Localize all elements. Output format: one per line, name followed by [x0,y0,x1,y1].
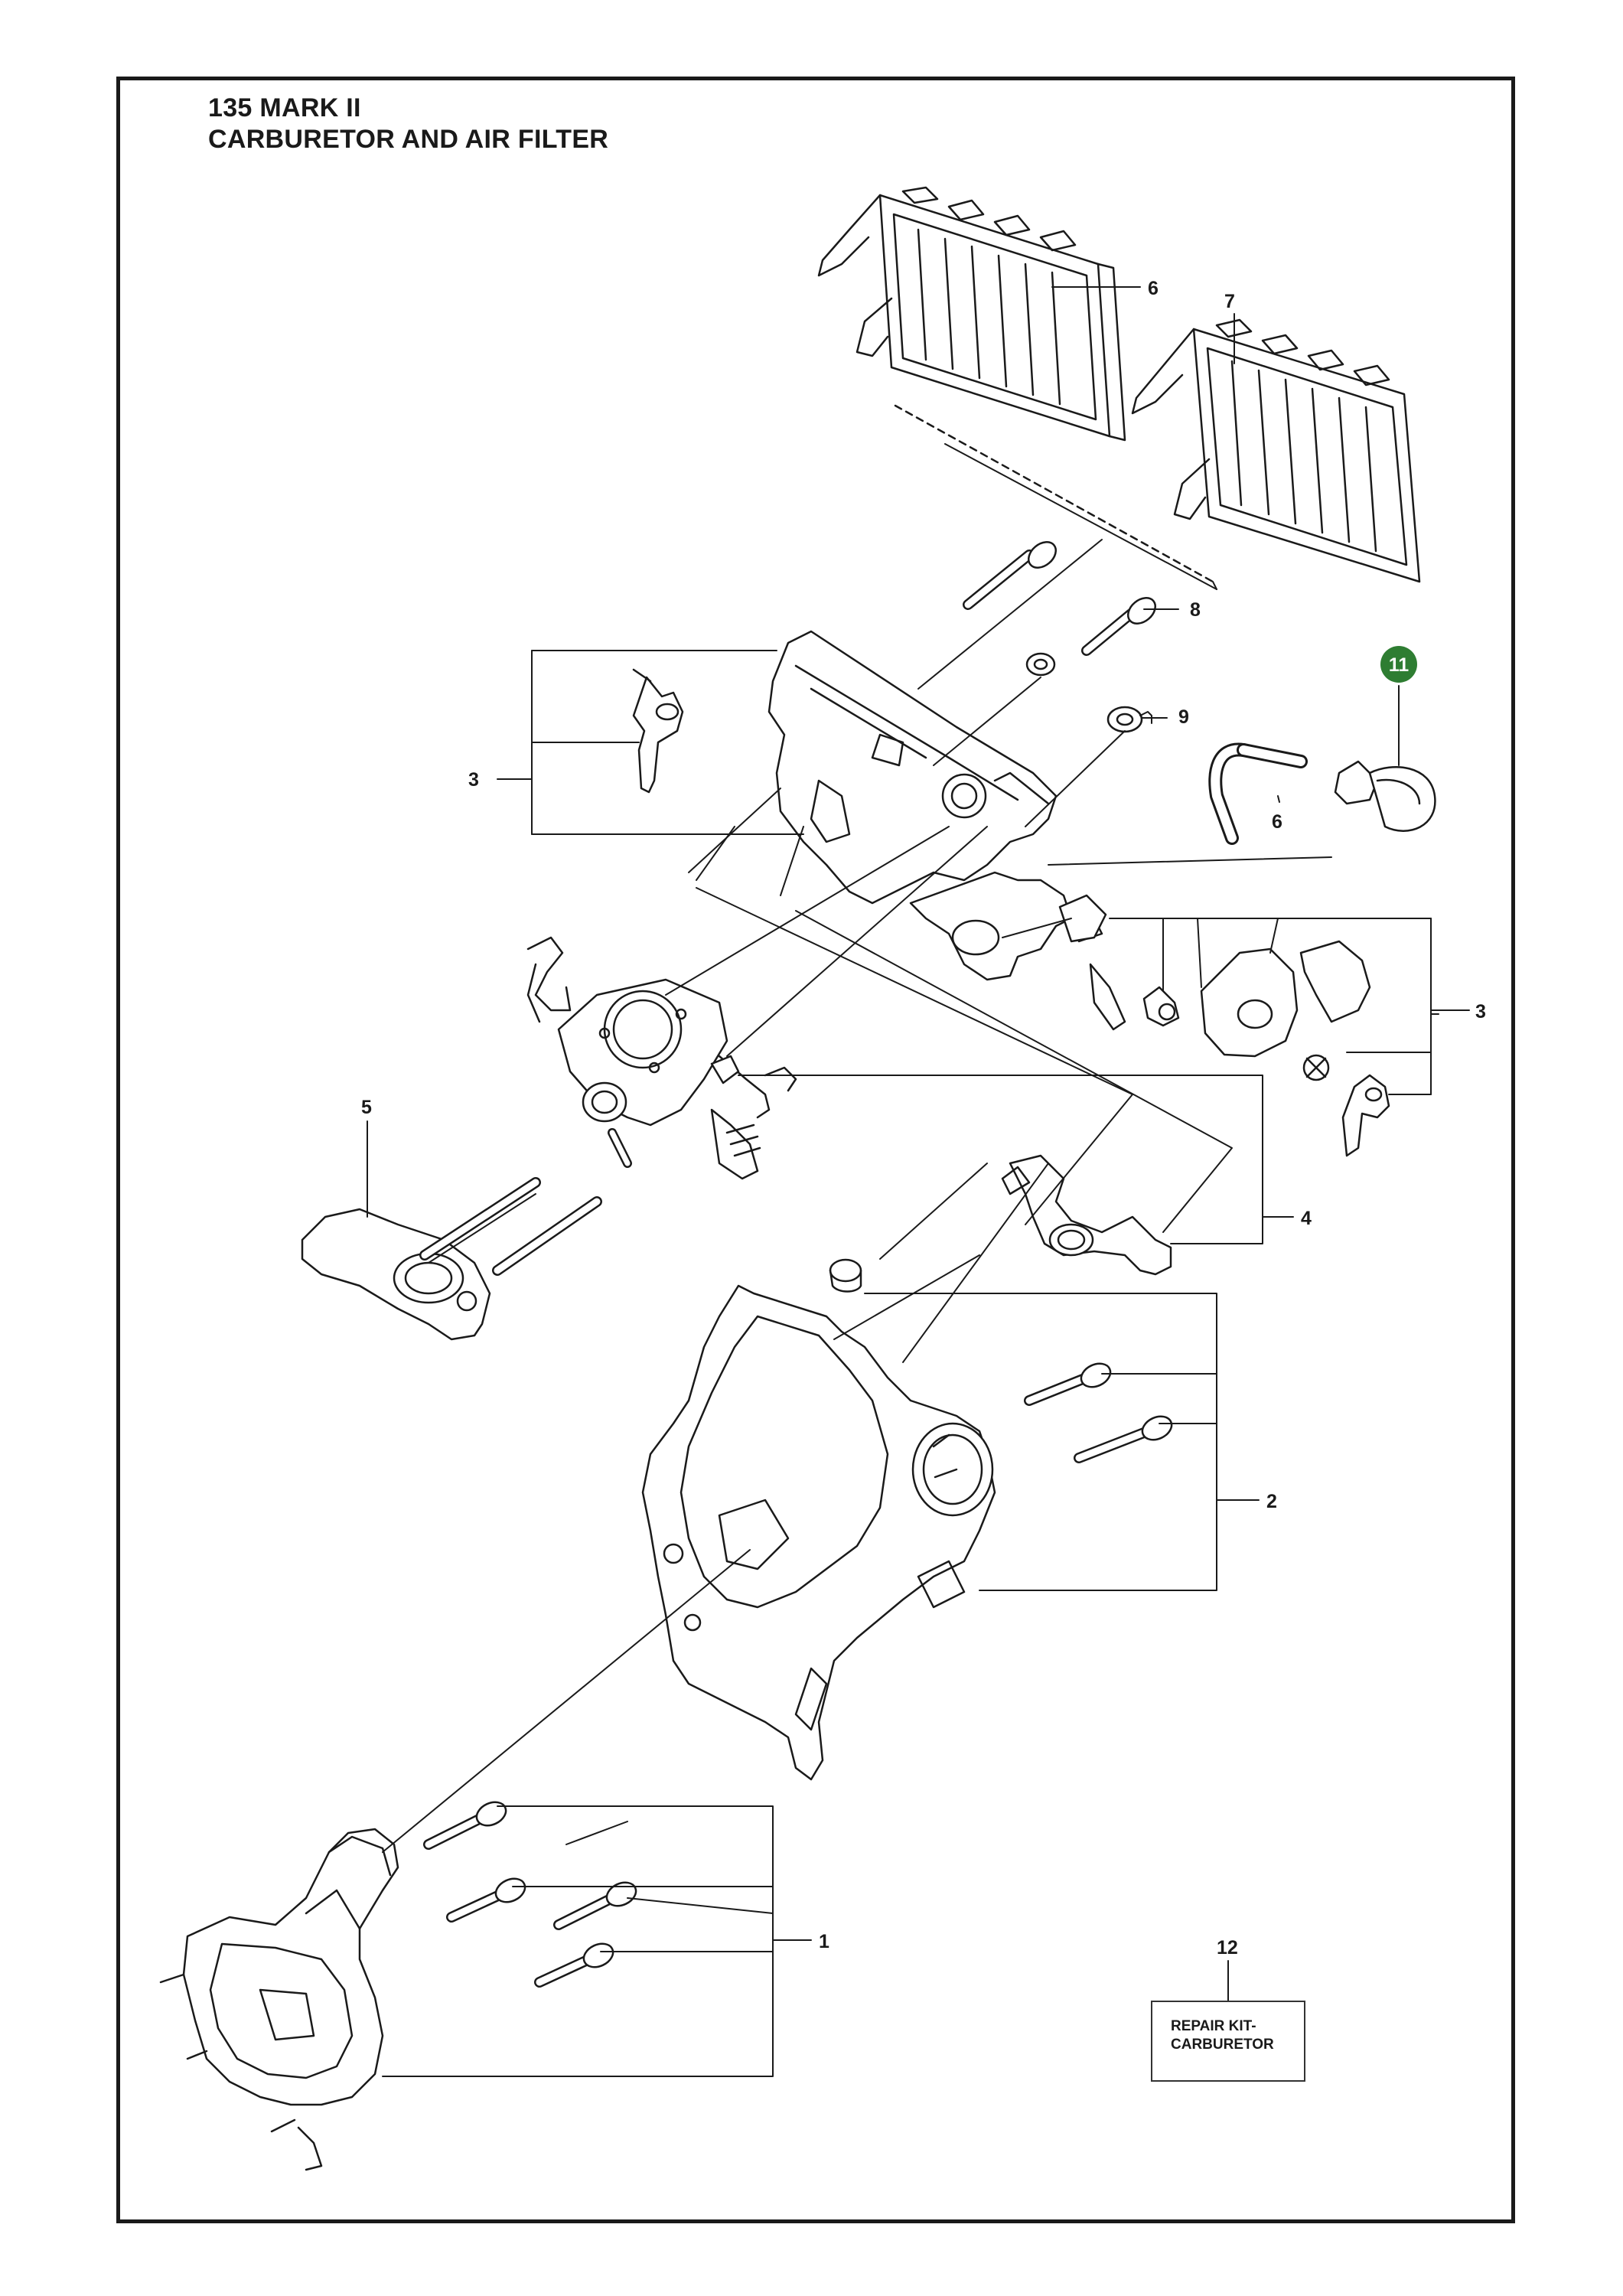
screw-boot-3[interactable] [553,1878,640,1930]
callout-8[interactable]: 7 [1224,291,1235,312]
callout-11-badge[interactable] [1380,646,1417,683]
carburetor-holder[interactable] [768,630,1103,981]
air-filter-upper[interactable] [817,186,1126,442]
repair-kit-line1: REPAIR KIT- [1171,2018,1256,2034]
intake-housing[interactable] [641,1284,996,1781]
fuel-hose[interactable] [1208,742,1308,845]
intake-boot[interactable] [159,1828,399,2171]
callout-11[interactable]: 11 [1389,654,1410,676]
throttle-assembly[interactable] [1001,1154,1172,1276]
callout-9[interactable]: 8 [1190,599,1201,621]
air-filter-lower[interactable] [1131,318,1421,583]
callout-5[interactable]: 5 [361,1097,372,1118]
callout-4[interactable]: 4 [1301,1208,1312,1229]
callout-1[interactable]: 1 [819,1931,829,1952]
grommet-10[interactable] [1106,706,1143,733]
stud-upper[interactable] [419,1177,541,1261]
repair-kit-box[interactable]: REPAIR KIT- CARBURETOR [1151,2001,1305,2082]
grommet-small[interactable] [829,1258,862,1293]
dashed-guide-line [894,404,1214,583]
diagram-frame [116,77,1515,2223]
repair-kit-line2: CARBURETOR [1171,2037,1274,2053]
screw-cover-upper[interactable] [1024,1359,1114,1406]
section-title: CARBURETOR AND AIR FILTER [208,125,609,154]
choke-assembly[interactable] [1058,894,1390,1157]
callout-6[interactable]: 6 [1272,811,1282,833]
assembly-lines [382,443,1332,1853]
carburetor[interactable] [526,936,797,1180]
callout-10[interactable]: 9 [1178,706,1189,728]
callout-leaders [367,286,1470,2077]
screw-boot-2[interactable] [446,1874,529,1923]
screw-cover-lower[interactable] [1074,1412,1175,1463]
callout-3-right[interactable]: 3 [1475,1001,1486,1022]
primer-bulb[interactable] [1334,760,1436,832]
fitting-left[interactable] [632,668,684,794]
callout-7[interactable]: 6 [1148,278,1159,299]
callout-2[interactable]: 2 [1266,1491,1277,1512]
washer[interactable] [1025,652,1056,677]
screw-boot-1[interactable] [423,1798,510,1850]
screw-upper-left[interactable] [963,536,1061,610]
callout-3-left[interactable]: 3 [468,769,479,791]
callout-12[interactable]: 12 [1217,1937,1238,1958]
callout-labels: 6 7 8 9 11 6 3 3 4 5 2 1 12 [361,278,1486,1958]
stud-lower[interactable] [492,1196,602,1276]
screw-9[interactable] [1081,592,1160,656]
model-title: 135 MARK II [208,93,361,122]
screw-boot-4[interactable] [534,1939,617,1988]
